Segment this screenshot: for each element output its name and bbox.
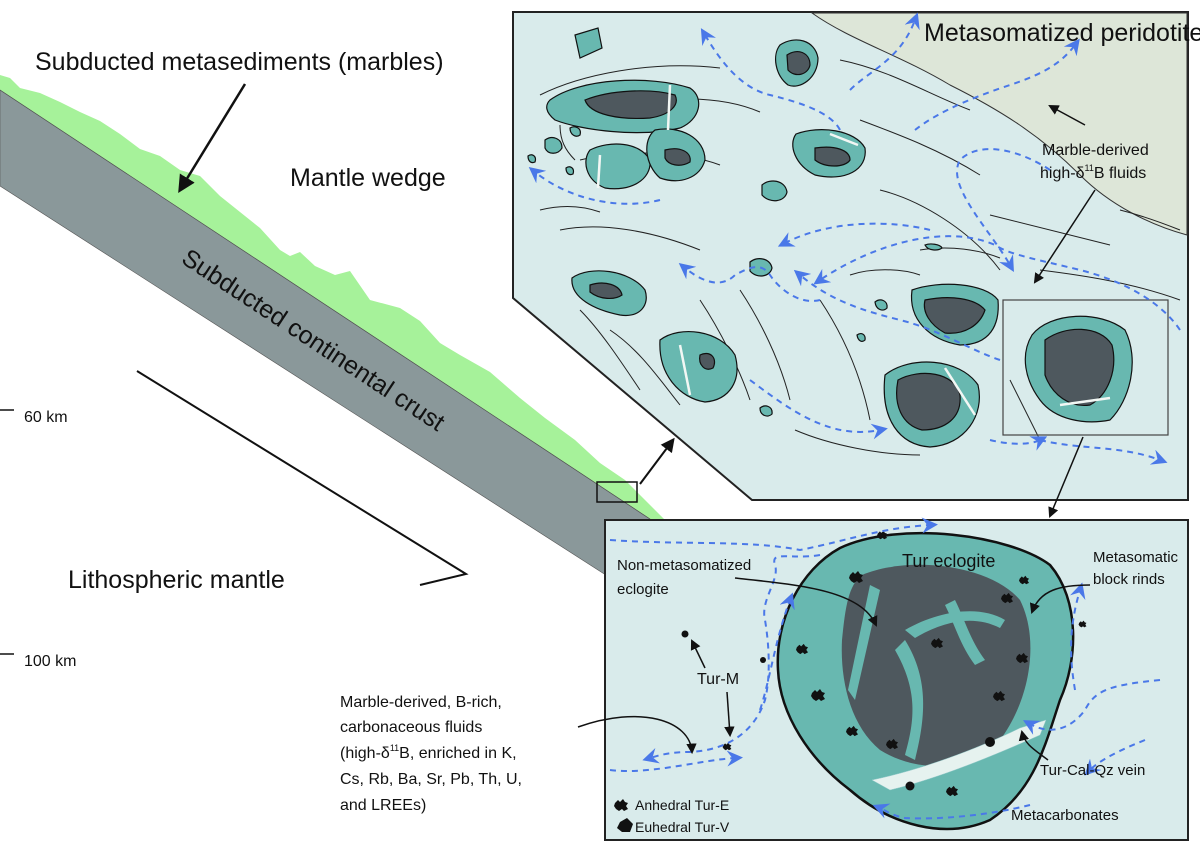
arrow-fluids-up — [1048, 104, 1086, 126]
detail-box — [1002, 299, 1169, 436]
internal-veins — [848, 585, 1005, 760]
label-fluids-line2: high-δ11B fluids — [1040, 163, 1146, 182]
label-metasediments: Subducted metasediments (marbles) — [35, 48, 444, 76]
arrow-rinds — [1029, 584, 1091, 614]
label-vein: Tur-Cal-Qz vein — [1040, 762, 1145, 779]
brich-line3-start: (high-δ — [340, 745, 390, 762]
brich-line2: carbonaceous fluids — [340, 719, 482, 736]
zoom-panel-mantle: Metasomatized peridotite — [512, 11, 1200, 501]
fluids-line2-end: B fluids — [1094, 165, 1146, 182]
label-fluids-line1: Marble-derived — [1042, 142, 1149, 159]
label-tur-m: Tur-M — [697, 671, 739, 688]
arrow-brich — [577, 715, 697, 755]
arrow-fluids-down — [1033, 189, 1096, 284]
fluids-line2-sup: 11 — [1084, 163, 1093, 173]
arrow-vein — [1018, 729, 1049, 761]
arrow-to-detail-panel — [1048, 436, 1084, 518]
depth-tick-60: 60 km — [24, 409, 68, 426]
legend-euhedral-label: Euhedral Tur-V — [635, 819, 730, 835]
brich-line5: and LREEs) — [340, 797, 426, 814]
fluid-arrows-panel — [528, 12, 1181, 465]
euhedral-crystals — [681, 630, 995, 791]
depth-scale: 60 km 100 km — [0, 409, 76, 670]
peridotite-zone — [810, 12, 1188, 236]
panel-veins — [596, 84, 1111, 416]
arrow-metasediments — [178, 83, 247, 193]
label-non-meta-line2: eclogite — [617, 581, 669, 598]
legend-euhedral-symbol — [617, 818, 633, 832]
label-lithospheric-mantle: Lithospheric mantle — [68, 566, 285, 594]
label-metasomatized-peridotite: Metasomatized peridotite — [924, 19, 1200, 47]
brich-line3-sup: 11 — [390, 743, 399, 753]
label-rinds-line2: block rinds — [1093, 571, 1165, 588]
fluids-line2-start: high-δ — [1040, 165, 1085, 182]
metasediment-layer — [0, 75, 665, 520]
depth-tick-100: 100 km — [24, 653, 76, 670]
detail-panel: Tur eclogite Non-metasomatized eclogite … — [604, 517, 1189, 841]
tur-cal-qz-vein — [871, 719, 1047, 791]
label-metacarbonates: Metacarbonates — [1011, 807, 1119, 824]
label-rinds-line1: Metasomatic — [1093, 549, 1179, 566]
brich-line3: (high-δ11B, enriched in K, — [340, 743, 517, 762]
brich-line1: Marble-derived, B-rich, — [340, 694, 502, 711]
brich-fluids-note: Marble-derived, B-rich, carbonaceous flu… — [340, 694, 697, 814]
label-mantle-wedge: Mantle wedge — [290, 164, 446, 192]
crystal-legend: Anhedral Tur-E Euhedral Tur-V — [614, 797, 730, 835]
lithospheric-boundary — [136, 370, 469, 586]
arrow-tur-m-up — [690, 639, 706, 669]
label-non-meta-line1: Non-metasomatized — [617, 557, 751, 574]
brich-line4: Cs, Rb, Ba, Sr, Pb, Th, U, — [340, 771, 522, 788]
label-tur-eclogite: Tur eclogite — [902, 551, 995, 571]
arrow-non-meta — [734, 577, 878, 627]
sample-location-box — [596, 481, 638, 503]
arrow-to-zoom-panel — [639, 437, 675, 485]
legend-anhedral-label: Anhedral Tur-E — [635, 797, 729, 813]
arrow-tur-m-down — [724, 691, 735, 738]
brich-line3-end: B, enriched in K, — [399, 745, 516, 762]
